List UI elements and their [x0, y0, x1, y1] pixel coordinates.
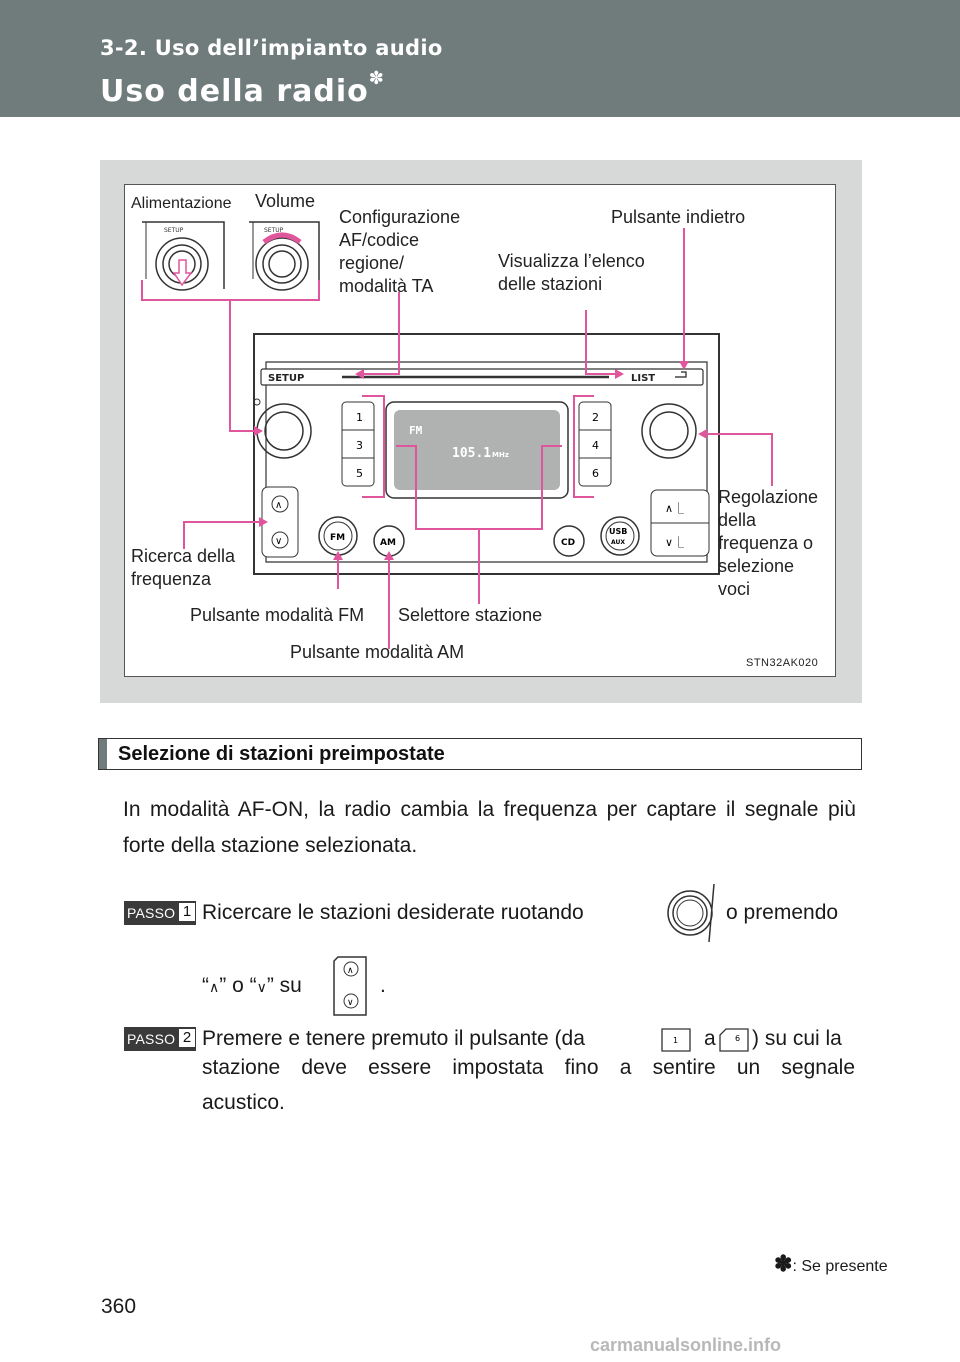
svg-text:∨: ∨ [275, 536, 282, 547]
display-band: FM [409, 424, 423, 437]
step-2-line1-b: a [704, 1027, 716, 1050]
preset-6: 6 [592, 467, 599, 480]
svg-text:1: 1 [673, 1036, 678, 1045]
label-elenco-stazioni: Visualizza l’elenco delle stazioni [498, 251, 645, 294]
subsection-heading: Selezione di stazioni preimpostate [98, 738, 862, 770]
asterisk-mark: ✽ [368, 68, 385, 89]
preset-3: 3 [356, 439, 363, 452]
figure-code: STN32AK020 [746, 657, 819, 669]
svg-text:∨⎿: ∨⎿ [665, 535, 684, 549]
seek-rocker-icon: ∧ ∨ [333, 956, 367, 1016]
usb-button-label: USB [609, 527, 627, 536]
step-2-line2: stazione deve essere impostata fino a se… [202, 1056, 855, 1079]
label-regolazione: Regolazione della frequenza o selezione … [718, 487, 819, 599]
svg-text:SETUP: SETUP [264, 227, 284, 234]
label-ricerca-frequenza: Ricerca della frequenza [131, 546, 236, 589]
svg-text:6: 6 [735, 1034, 740, 1043]
rotate-arrow-icon [262, 232, 302, 245]
tuning-knob-icon [667, 883, 715, 943]
svg-text:SETUP: SETUP [164, 227, 184, 234]
footnote: ✽: Se presente [774, 1251, 888, 1276]
step-1-text-a: Ricercare le stazioni desiderate ruotand… [202, 901, 584, 924]
cd-button-label: CD [561, 538, 575, 548]
label-pulsante-fm: Pulsante modalità FM [190, 605, 365, 625]
step-1-line2: “∧” o “∨” su [202, 974, 302, 997]
push-arrow-icon [172, 259, 193, 287]
heading-bar [99, 739, 107, 769]
preset-1: 1 [356, 411, 363, 424]
label-pulsante-am: Pulsante modalità AM [290, 642, 465, 662]
am-button-label: AM [380, 538, 396, 548]
label-pulsante-indietro: Pulsante indietro [611, 207, 746, 227]
aux-button-label: AUX [611, 539, 625, 546]
page-number: 360 [101, 1295, 137, 1318]
preset-2: 2 [592, 411, 599, 424]
label-configurazione: Configurazione AF/codice regione/ modali… [339, 207, 461, 296]
list-button-label: LIST [631, 373, 655, 384]
display-unit: MHz [492, 451, 509, 459]
svg-text:∧: ∧ [275, 500, 282, 511]
preset-6-icon: 6 [719, 1028, 749, 1052]
setup-button-label: SETUP [268, 373, 304, 384]
step-2-line3: acustico. [202, 1091, 285, 1114]
intro-paragraph: In modalità AF-ON, la radio cambia la fr… [123, 798, 856, 857]
label-alimentazione: Alimentazione [131, 195, 232, 212]
section-title: 3-2. Uso dell’impianto audio [100, 36, 443, 60]
preset-1-icon: 1 [661, 1028, 691, 1052]
step-2-line1-a: Premere e tenere premuto il pulsante (da [202, 1027, 585, 1050]
callout-lines [183, 228, 773, 649]
svg-text:∨: ∨ [347, 998, 354, 1008]
step-2-line1-c: ) su cui la [752, 1027, 842, 1050]
title-text: Uso della radio [100, 74, 369, 109]
page-title: Uso della radio✽ [100, 68, 385, 109]
step-1-period: . [380, 974, 386, 997]
radio-illustration: SETUP SETUP SETUP LIST 1 3 5 2 [141, 221, 773, 649]
volume-knob-inset: SETUP [249, 221, 320, 291]
fm-button-label: FM [330, 533, 345, 543]
watermark: carmanualsonline.info [590, 1335, 782, 1355]
display-frequency: 105.1 [452, 446, 491, 461]
svg-text:∧⎿: ∧⎿ [665, 501, 684, 515]
header-band: 3-2. Uso dell’impianto audio Uso della r… [0, 0, 960, 117]
preset-4: 4 [592, 439, 599, 452]
svg-text:∧: ∧ [347, 966, 354, 976]
radio-unit: SETUP LIST 1 3 5 2 4 6 FM 105.1 MHz ∧ ∨ [253, 333, 720, 575]
callout-arrowheads [254, 361, 707, 560]
preset-5: 5 [356, 467, 363, 480]
heading-text: Selezione di stazioni preimpostate [118, 743, 445, 765]
step-1-text-b: o premendo [726, 901, 839, 924]
label-volume: Volume [255, 191, 316, 211]
label-selettore-stazione: Selettore stazione [398, 605, 543, 625]
